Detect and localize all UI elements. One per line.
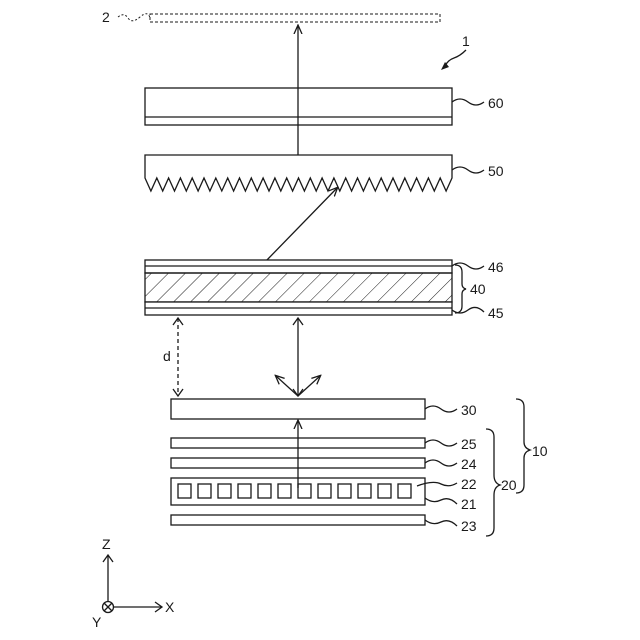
- label-1: 1: [462, 33, 470, 49]
- led-element: [378, 484, 391, 498]
- led-element: [178, 484, 191, 498]
- brace-20: 20: [486, 429, 517, 536]
- label-10: 10: [532, 443, 548, 459]
- light-arrow-diagonal: [265, 188, 337, 262]
- label-40: 40: [470, 281, 486, 297]
- label-46: 46: [488, 259, 504, 275]
- label-d: d: [163, 348, 171, 364]
- layer-25: 25: [171, 436, 477, 452]
- label-60: 60: [488, 95, 504, 111]
- layer-2-dashed: 2: [102, 9, 440, 25]
- label-45: 45: [488, 305, 504, 321]
- assembly-pointer: 1: [441, 33, 470, 70]
- label-25: 25: [461, 436, 477, 452]
- axes: Z X Y: [92, 536, 175, 630]
- led-element: [258, 484, 271, 498]
- led-element: [298, 484, 311, 498]
- layer-21: 22 21: [171, 476, 477, 512]
- led-element: [238, 484, 251, 498]
- label-2: 2: [102, 9, 110, 25]
- label-24: 24: [461, 456, 477, 472]
- label-22: 22: [461, 476, 477, 492]
- axis-x-label: X: [165, 599, 175, 615]
- layer-60: 60: [145, 88, 504, 125]
- led-element: [198, 484, 211, 498]
- brace-10: 10: [516, 399, 548, 493]
- led-element: [398, 484, 411, 498]
- led-element: [358, 484, 371, 498]
- layer-45: 45: [145, 302, 504, 321]
- led-element: [278, 484, 291, 498]
- layer-50: 50: [145, 155, 504, 191]
- led-element: [218, 484, 231, 498]
- layer-23: 23: [171, 515, 477, 534]
- axis-y-label: Y: [92, 614, 102, 630]
- label-30: 30: [461, 402, 477, 418]
- scatter-arrow-right: [298, 376, 320, 396]
- label-50: 50: [488, 163, 504, 179]
- label-23: 23: [461, 518, 477, 534]
- scatter-arrow-left: [276, 376, 298, 396]
- double-arrow: [293, 318, 303, 396]
- led-element: [318, 484, 331, 498]
- layer-30: 30: [171, 399, 477, 419]
- label-20: 20: [501, 477, 517, 493]
- layer-24: 24: [171, 456, 477, 472]
- axis-z-label: Z: [102, 536, 111, 552]
- distance-d: d: [163, 318, 183, 396]
- label-21: 21: [461, 496, 477, 512]
- led-element: [338, 484, 351, 498]
